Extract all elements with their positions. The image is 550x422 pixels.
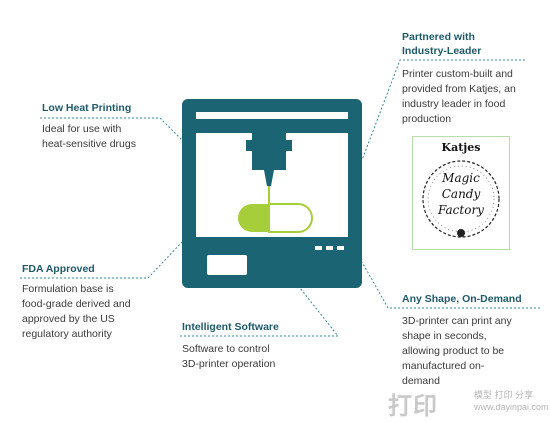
shape-text: 3D-printer can print any shape in second…	[402, 315, 512, 387]
fda-text: Formulation base is food-grade derived a…	[22, 283, 131, 340]
printer-base	[196, 237, 348, 241]
watermark: 打印 模型 打印 分享 www.dayinpai.com	[388, 384, 550, 420]
print-nozzle	[264, 170, 274, 186]
software-text: Software to control 3D-printer operation	[182, 343, 276, 370]
capsule-white-half	[268, 203, 313, 233]
connector-fda	[20, 241, 183, 279]
print-head-top	[260, 119, 278, 129]
print-head-body	[252, 128, 286, 170]
print-head-left-knob	[246, 140, 252, 151]
low-heat-text: Ideal for use with heat-sensitive drugs	[42, 123, 136, 150]
control-button-1	[315, 246, 322, 250]
watermark-tagline: 模型 打印 分享	[474, 390, 534, 400]
software-title: Intelligent Software	[182, 321, 279, 333]
logo-line-2: Candy	[441, 187, 481, 201]
partner-title: Partnered with Industry-Leader	[402, 31, 482, 57]
logo-line-3: Factory	[438, 203, 484, 217]
logo-line-1: Magic	[442, 171, 480, 185]
print-head-right-knob	[286, 140, 292, 151]
fda-title: FDA Approved	[22, 263, 95, 275]
watermark-url: www.dayinpai.com	[474, 402, 549, 412]
control-screen	[207, 255, 247, 275]
shape-title: Any Shape, On-Demand	[402, 293, 522, 305]
capsule-green-half	[238, 204, 269, 232]
connector-low-heat	[40, 117, 183, 141]
low-heat-title: Low Heat Printing	[42, 102, 132, 114]
partner-text: Printer custom-built and provided from K…	[402, 68, 516, 125]
connector-partner	[361, 59, 525, 161]
logo-wreath	[422, 160, 500, 238]
control-button-2	[326, 246, 333, 250]
watermark-logo: 打印	[388, 393, 438, 420]
control-button-3	[337, 246, 344, 250]
connector-shape	[361, 261, 540, 309]
logo-brand: Katjes	[441, 141, 481, 154]
katjes-logo: Katjes Magic Candy Factory	[412, 136, 510, 250]
printer-top-rail	[196, 112, 348, 119]
connector-software	[180, 287, 340, 337]
